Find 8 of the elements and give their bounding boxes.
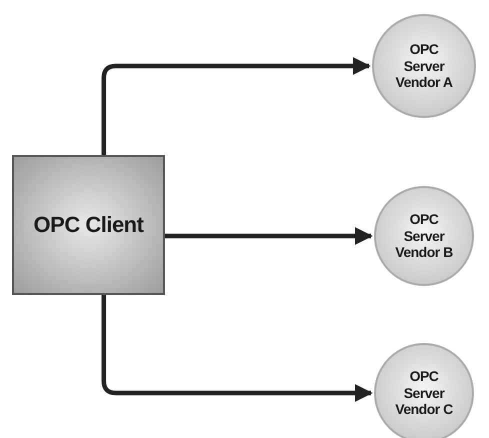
node-label: OPC Server Vendor C (394, 368, 454, 418)
arrow (165, 227, 373, 245)
node-label: OPC Server Vendor A (394, 40, 454, 92)
arrow (102, 295, 373, 402)
client-box (12, 155, 165, 295)
node-label: OPC Client (34, 212, 144, 238)
arrow (102, 57, 371, 155)
node-label: OPC Server Vendor B (394, 210, 454, 262)
